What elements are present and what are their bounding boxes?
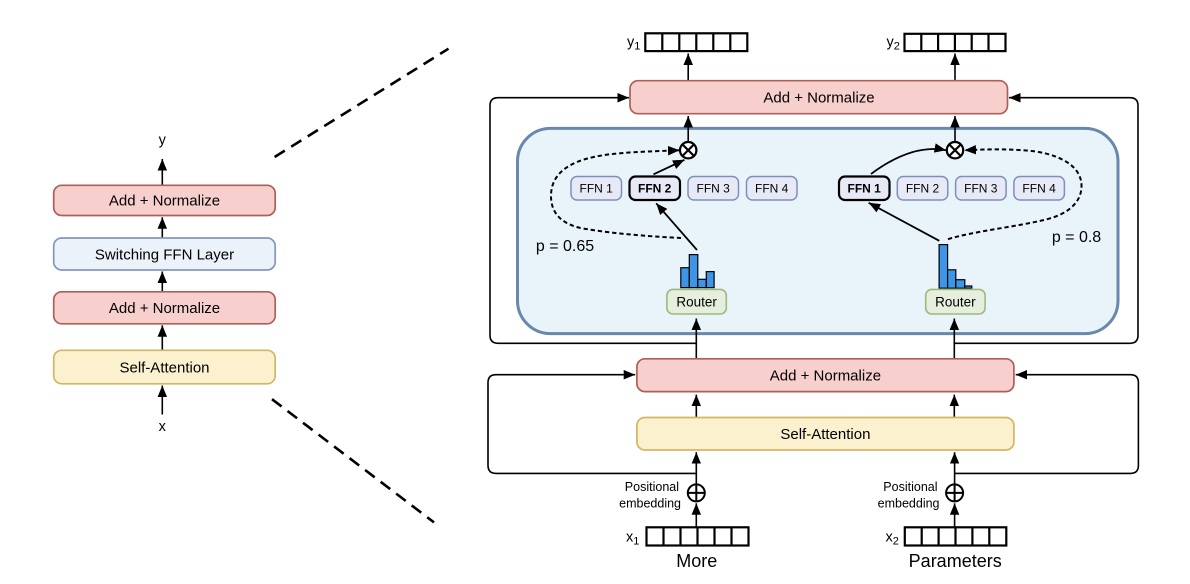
svg-text:Positional: Positional <box>883 480 937 494</box>
svg-text:FFN 4: FFN 4 <box>1022 181 1056 195</box>
svg-text:Router: Router <box>676 295 717 310</box>
svg-text:FFN 3: FFN 3 <box>964 181 998 195</box>
svg-text:Add + Normalize: Add + Normalize <box>109 300 220 317</box>
svg-text:y2: y2 <box>887 35 900 53</box>
svg-text:Self-Attention: Self-Attention <box>119 359 209 376</box>
svg-text:p = 0.8: p = 0.8 <box>1052 229 1101 246</box>
svg-text:embedding: embedding <box>878 497 940 511</box>
svg-text:Router: Router <box>935 295 976 310</box>
svg-text:FFN 1: FFN 1 <box>580 181 614 195</box>
svg-text:Add + Normalize: Add + Normalize <box>763 90 874 107</box>
svg-text:Add + Normalize: Add + Normalize <box>770 368 881 385</box>
svg-text:embedding: embedding <box>619 497 681 511</box>
svg-text:y: y <box>159 133 167 149</box>
svg-text:FFN 2: FFN 2 <box>638 181 672 195</box>
svg-text:Add + Normalize: Add + Normalize <box>109 193 220 210</box>
svg-text:Switching FFN Layer: Switching FFN Layer <box>95 246 234 263</box>
svg-text:FFN 2: FFN 2 <box>906 181 940 195</box>
svg-text:FFN 1: FFN 1 <box>848 181 882 195</box>
svg-text:y1: y1 <box>627 35 640 53</box>
svg-text:x2: x2 <box>886 530 899 548</box>
svg-text:Positional: Positional <box>625 480 679 494</box>
svg-text:FFN 3: FFN 3 <box>697 181 731 195</box>
svg-text:p = 0.65: p = 0.65 <box>536 238 594 255</box>
svg-text:More: More <box>676 551 717 571</box>
svg-text:Self-Attention: Self-Attention <box>780 426 870 443</box>
svg-text:FFN 4: FFN 4 <box>755 181 789 195</box>
svg-text:Parameters: Parameters <box>909 551 1002 571</box>
svg-text:x1: x1 <box>626 530 639 548</box>
svg-text:x: x <box>159 419 167 435</box>
